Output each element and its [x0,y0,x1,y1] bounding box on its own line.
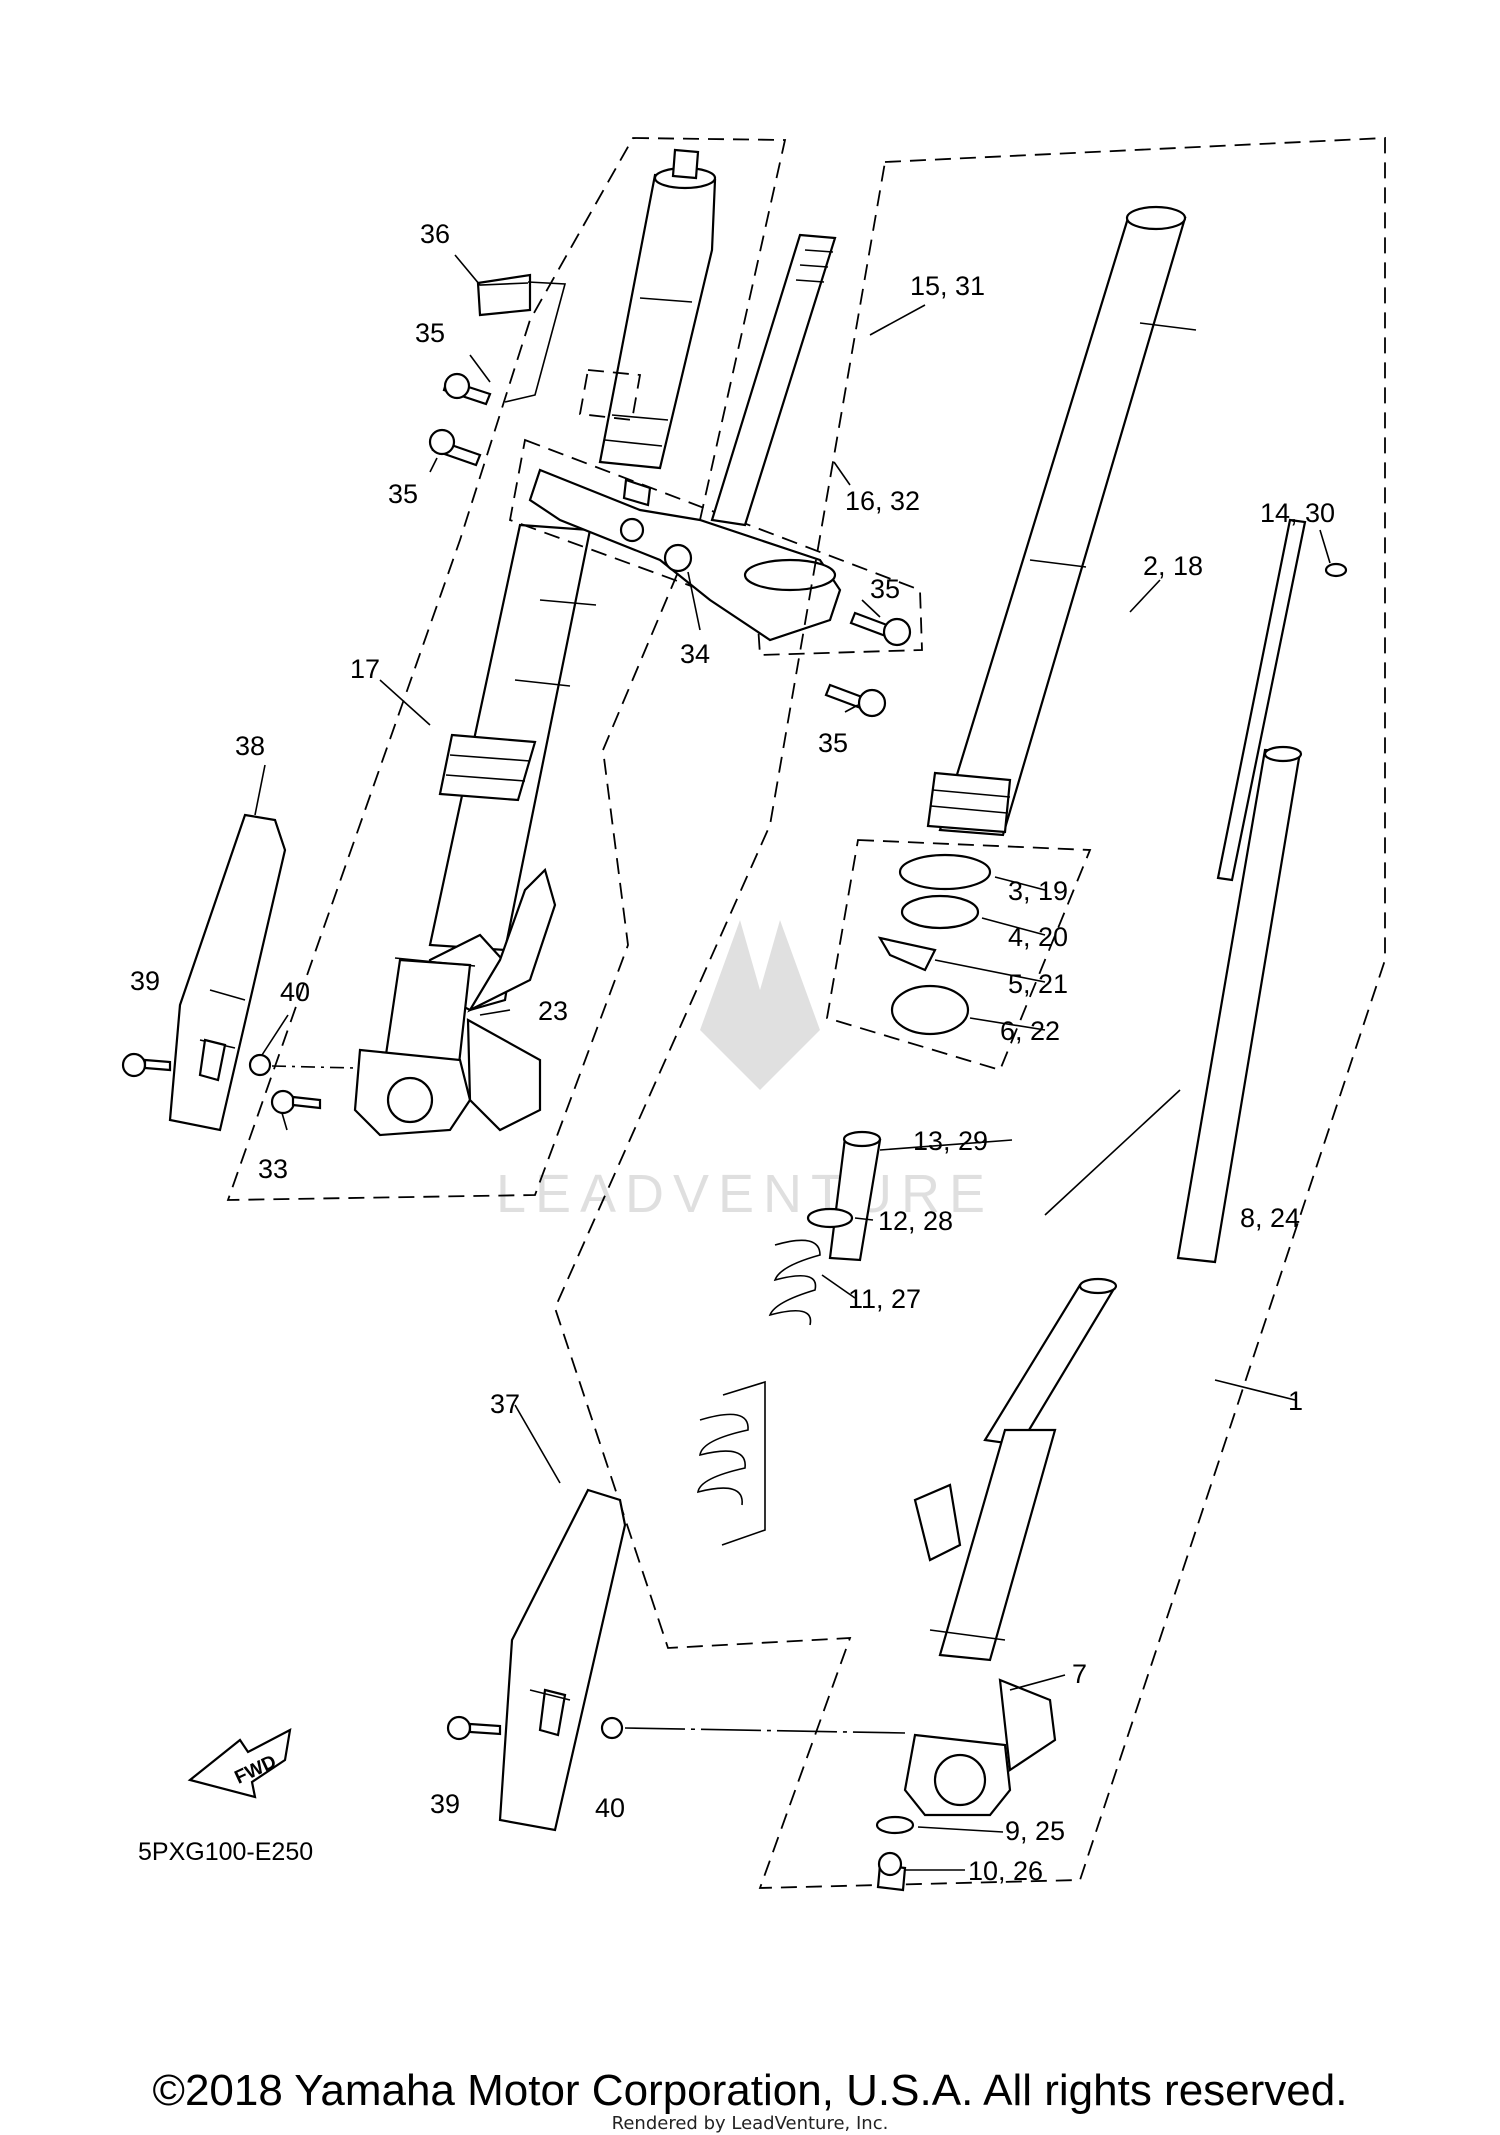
callout-6-22: 6, 22 [1000,1016,1060,1046]
callout-labels: 36 35 35 35 35 34 17 38 39 40 23 33 15, … [130,219,1335,1886]
callout-12-28: 12, 28 [878,1206,953,1236]
rendered-by-note: Rendered by LeadVenture, Inc. [611,2113,889,2134]
callout-35-bottom: 35 [818,728,848,758]
callout-4-20: 4, 20 [1008,922,1068,952]
callout-14-30: 14, 30 [1260,498,1335,528]
diagram-code: 5PXG100-E250 [138,1838,314,1866]
callout-39-right: 39 [430,1789,460,1819]
right-fork-group [554,137,1386,1892]
callout-23: 23 [538,996,568,1026]
bolt-35-group [428,372,912,718]
callout-40-left: 40 [280,977,310,1007]
callout-2-18: 2, 18 [1143,551,1203,581]
callout-39-left: 39 [130,966,160,996]
callout-34: 34 [680,639,710,669]
callout-5-21: 5, 21 [1008,969,1068,999]
callout-17: 17 [350,654,380,684]
callout-10-26: 10, 26 [968,1856,1043,1886]
callout-13-29: 13, 29 [913,1126,988,1156]
callout-38: 38 [235,731,265,761]
callout-9-25: 9, 25 [1005,1816,1065,1846]
bolt-set-left [121,1052,356,1115]
callout-40-right: 40 [595,1793,625,1823]
copyright-notice: ©2018 Yamaha Motor Corporation, U.S.A. A… [152,2066,1348,2115]
callout-35-right: 35 [870,574,900,604]
damper-rod [710,233,837,527]
callout-1: 1 [1288,1386,1303,1416]
callout-16-32: 16, 32 [845,486,920,516]
leader-lines [254,254,1331,1871]
fork-protector-38 [168,813,287,1132]
label-sticker-36 [476,273,532,317]
callout-35-top: 35 [415,318,445,348]
bolt-set-right [446,1715,906,1741]
callout-7: 7 [1072,1659,1087,1689]
callout-8-24: 8, 24 [1240,1203,1300,1233]
callout-11-27: 11, 27 [848,1284,921,1314]
callout-37: 37 [490,1389,520,1419]
callout-36: 36 [420,219,450,249]
callout-15-31: 15, 31 [910,271,985,301]
leadventure-watermark: LEADVENTURE [496,920,994,1224]
left-fork-group [226,137,787,1201]
upper-bracket [508,438,923,656]
callout-33: 33 [258,1154,288,1184]
fork-protector-37 [498,1488,627,1832]
callout-3-19: 3, 19 [1008,876,1068,906]
watermark-text: LEADVENTURE [496,1164,994,1224]
fork-spring [697,1239,821,1546]
callout-35-left: 35 [388,479,418,509]
fwd-arrow-icon: FWD [187,1727,292,1799]
